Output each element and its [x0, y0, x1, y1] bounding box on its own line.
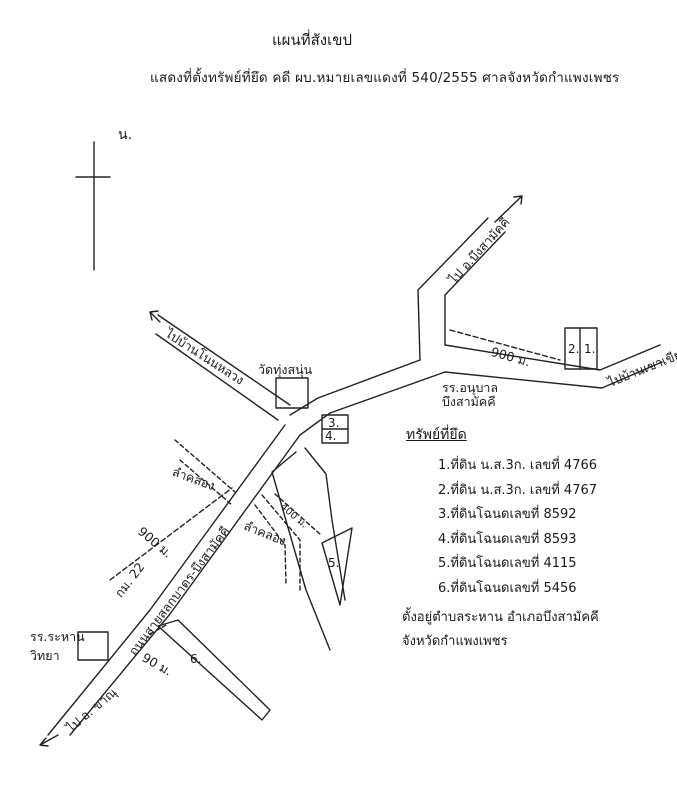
legend-item: 3.ที่ดินโฉนดเลขที่ 8592 [438, 507, 577, 523]
wat-box [275, 377, 309, 409]
road-north-right [444, 231, 506, 346]
legend: ทรัพย์ที่ยึด 1.ที่ดิน น.ส.3ก. เลขที่ 476… [402, 424, 599, 654]
legend-location-line2: จังหวัดกำแพงเพชร [402, 633, 508, 649]
road-north-arrow [494, 195, 523, 223]
road-east-upper [444, 344, 661, 371]
legend-item: 6.ที่ดินโฉนดเลขที่ 5456 [438, 580, 577, 596]
legend-location-line1: ตั้งอยู่ตำบลระหาน อำเภอบึงสามัคคี [402, 609, 599, 625]
parcel-number-1: 1. [584, 342, 596, 356]
road-east-lower [444, 361, 663, 389]
road-nw-arrow [149, 310, 161, 323]
canal-2 [254, 494, 301, 591]
parcel-number-6: 6. [190, 652, 202, 666]
parcel-1-2-box [564, 327, 598, 370]
parcel-number-3: 3. [328, 416, 340, 430]
map-subtitle: แสดงที่ตั้งทรัพย์ที่ยึด คดี ผบ.หมายเลขแด… [150, 70, 620, 86]
side-road-left [271, 451, 331, 651]
parcel-5-shape [321, 527, 353, 606]
school-2-box [77, 631, 109, 661]
road-nw-upper [157, 314, 291, 406]
main-road-left-edge [47, 424, 286, 736]
road-north-left [417, 217, 489, 361]
parcel-number-4: 4. [325, 429, 337, 443]
place-school-2-line1: รร.ระหาน [30, 629, 85, 644]
distance-900-right-line [449, 329, 561, 361]
legend-heading: ทรัพย์ที่ยึด [406, 427, 467, 443]
distance-900-left-line [109, 487, 233, 581]
distance-90-line [149, 623, 169, 635]
legend-item: 2.ที่ดิน น.ส.3ก. เลขที่ 4767 [438, 482, 598, 498]
side-road-right [304, 447, 346, 601]
legend-item: 4.ที่ดินโฉนดเลขที่ 8593 [438, 531, 577, 547]
canal-1 [174, 439, 236, 506]
parcel-6-shape [157, 619, 271, 721]
distance-400-line [274, 493, 321, 535]
road-sw-arrow [39, 734, 59, 747]
parcel-number-2: 2. [568, 342, 580, 356]
main-road-right-edge [69, 434, 301, 736]
place-school-2-line2: วิทยา [30, 648, 60, 663]
parcel-number-5: 5. [328, 556, 340, 570]
legend-item: 1.ที่ดิน น.ส.3ก. เลขที่ 4766 [438, 458, 598, 473]
map-title: แผนที่สังเขป [272, 31, 352, 49]
road-nw-lower [155, 333, 279, 421]
legend-item: 5.ที่ดินโฉนดเลขที่ 4115 [438, 556, 577, 572]
place-wat: วัดทุ่งสนุ่น [258, 362, 313, 377]
road-ne-lower [299, 371, 446, 436]
north-label: น. [118, 127, 133, 143]
place-school-1-line2: บึงสามัคคี [442, 394, 496, 409]
road-ne-upper [289, 359, 421, 416]
place-school-1-line1: รร.อนุบาล [442, 380, 499, 395]
